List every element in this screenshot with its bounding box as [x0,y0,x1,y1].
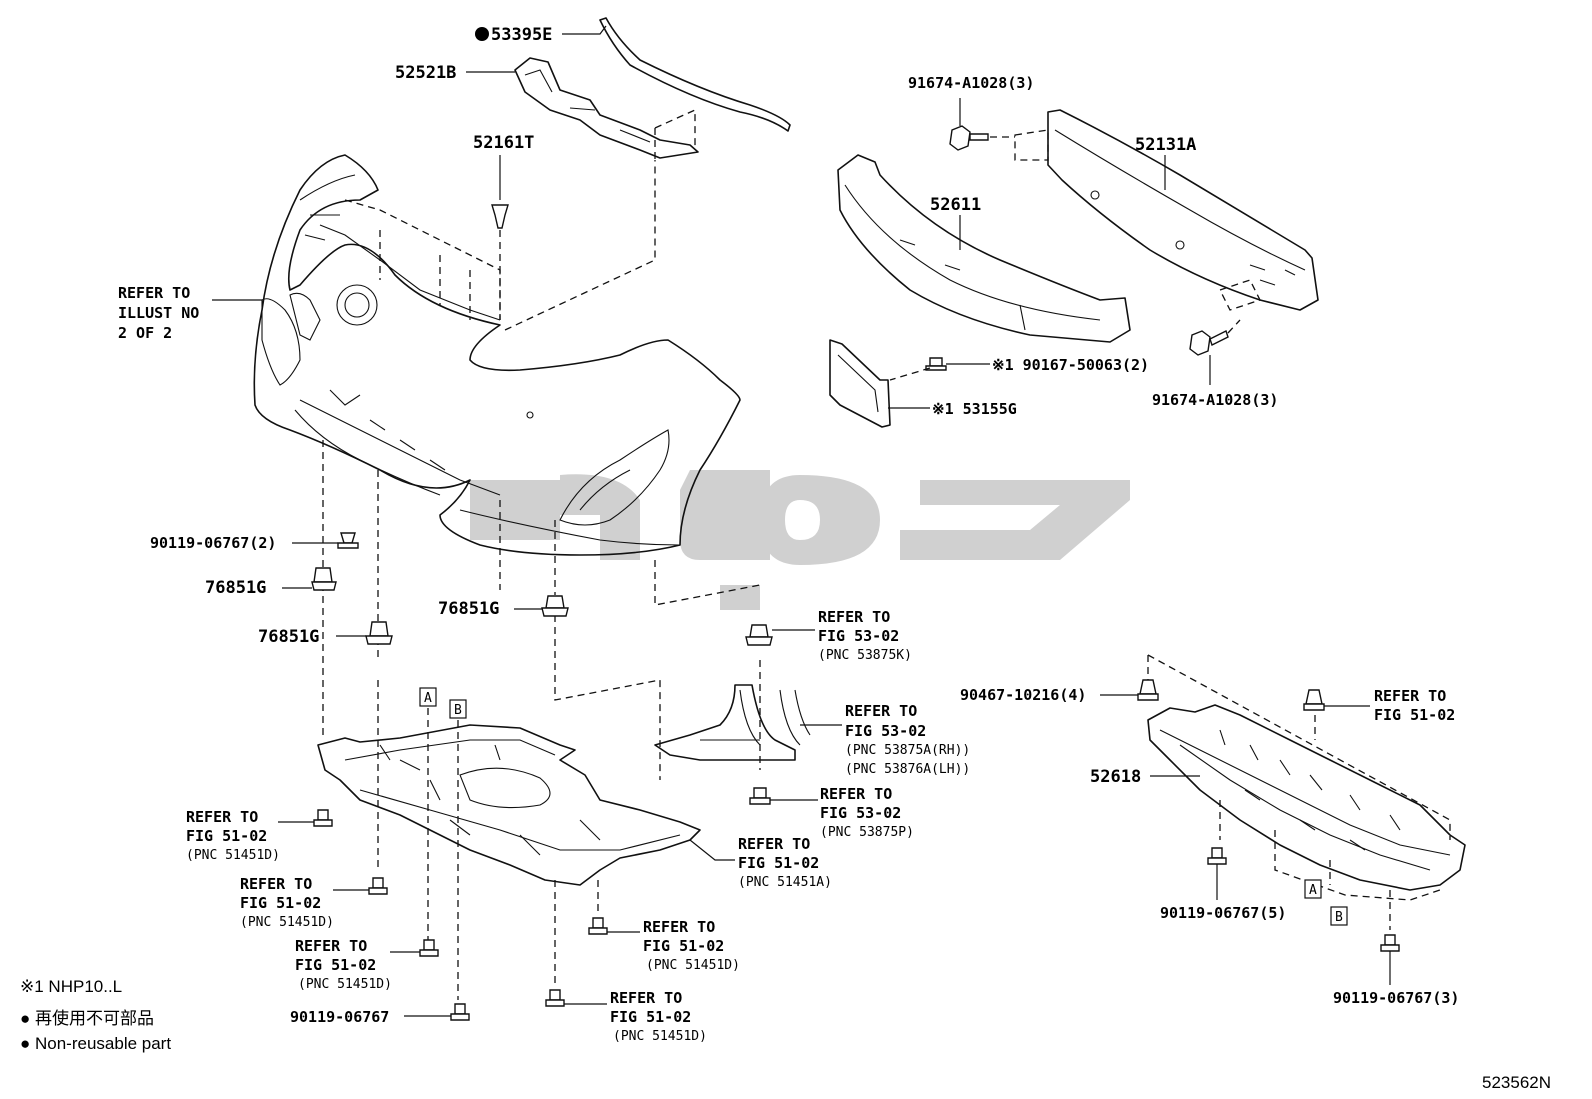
label-53395E: 53395E [491,25,552,45]
label-51451D-3-line3: (PNC 51451D) [298,977,392,992]
label-51451D-2-line3: (PNC 51451D) [240,915,334,930]
note-nhp10: ※1 NHP10..L [20,977,122,996]
label-53875P-line2: FIG 53-02 [820,804,901,822]
part-front-bumper-cover [253,154,741,556]
label-53875K-line2: FIG 53-02 [818,627,899,645]
ref-box-a-right-label: A [1309,883,1317,898]
clip-76851G-b-icon [365,621,393,645]
clip-51-02-right-icon [1303,689,1325,711]
ref-box-b-right-label: B [1335,910,1343,925]
part-53155G-license-bracket [829,339,891,428]
ref-box-a-right [1304,879,1322,899]
label-53875K-line3: (PNC 53875K) [818,648,912,663]
label-refer-illust-line3: 2 OF 2 [118,324,172,342]
watermark-logo [470,470,1130,610]
label-53875A-line4: (PNC 53876A(LH)) [845,762,970,777]
note-non-reusable-en: ● Non-reusable part [20,1034,171,1053]
clip-53875K-icon [745,624,773,646]
bolt-90119-3-icon [1380,934,1400,952]
label-52611: 52611 [930,195,981,215]
label-53875P-line3: (PNC 53875P) [820,825,914,840]
non-reusable-dot-icon [475,27,489,41]
part-51451A-engine-under-cover [317,724,701,886]
label-51451D-1-line3: (PNC 51451D) [186,848,280,863]
label-51-02-right-line1: REFER TO [1374,687,1446,705]
bolt-51451D-5-icon [545,989,565,1007]
bolt-90119-06767-a-icon [337,532,359,549]
ref-box-b-left [449,699,467,719]
label-52521B: 52521B [395,63,456,83]
bolt-51451D-2-icon [368,877,388,895]
label-90119-06767-2: 90119-06767(2) [150,534,276,552]
label-52618: 52618 [1090,767,1141,787]
bolt-91674-bottom-icon [1189,330,1229,356]
label-53875A-line2: FIG 53-02 [845,722,926,740]
label-51451D-5-line3: (PNC 51451D) [613,1029,707,1044]
label-refer-illust-line2: ILLUST NO [118,304,199,322]
label-51451D-5-line1: REFER TO [610,989,682,1007]
label-51451D-1-line1: REFER TO [186,808,258,826]
clip-76851G-a-icon [311,567,337,591]
label-51-02-right-line2: FIG 51-02 [1374,706,1455,724]
label-51451A-line1: REFER TO [738,835,810,853]
label-52131A: 52131A [1135,135,1196,155]
label-76851G-b: 76851G [258,627,319,647]
bolt-91674-top-icon [949,125,989,151]
label-51451A-line2: FIG 51-02 [738,854,819,872]
part-52618-front-spoiler-cover [1147,704,1466,891]
label-90119-06767-plain: 90119-06767 [290,1008,389,1026]
bolt-51451D-1-icon [313,809,333,827]
bolt-90119-plain-icon [450,1003,470,1021]
label-51451A-line3: (PNC 51451A) [738,875,832,890]
bolt-51451D-3-icon [419,939,439,957]
label-51451D-4-line3: (PNC 51451D) [646,958,740,973]
note-non-reusable-jp: ● 再使用不可部品 [20,1008,154,1028]
bolt-90119-5-icon [1207,847,1227,865]
label-90119-06767-5: 90119-06767(5) [1160,904,1286,922]
part-53875A-fender-liner [654,684,811,761]
label-refer-illust-line1: REFER TO [118,284,190,302]
part-52521B-bracket [514,57,699,159]
label-51451D-3-line1: REFER TO [295,937,367,955]
clip-52161T-icon [491,204,509,229]
part-53395E-molding [599,17,791,132]
label-51451D-1-line2: FIG 51-02 [186,827,267,845]
part-52131A-reinforcement [1047,109,1319,311]
clip-90467-icon [1137,679,1159,701]
label-53875P-line1: REFER TO [820,785,892,803]
label-53155G: ※1 53155G [932,400,1017,418]
label-51451D-2-line2: FIG 51-02 [240,894,321,912]
label-52161T: 52161T [473,133,534,153]
bolt-53875P-icon [749,787,771,805]
ref-box-a-left [419,687,437,707]
part-52611-energy-absorber [837,154,1131,343]
label-51451D-4-line1: REFER TO [643,918,715,936]
label-51451D-4-line2: FIG 51-02 [643,937,724,955]
ref-box-b-right [1330,906,1348,926]
label-51451D-5-line2: FIG 51-02 [610,1008,691,1026]
diagram-id: 523562N [1482,1073,1551,1092]
label-53875A-line1: REFER TO [845,702,917,720]
label-91674-top: 91674-A1028(3) [908,74,1034,92]
label-90119-06767-3: 90119-06767(3) [1333,989,1459,1007]
label-76851G-c: 76851G [438,599,499,619]
label-90167-50063: ※1 90167-50063(2) [992,356,1149,374]
ref-box-a-left-label: A [424,691,432,706]
label-51451D-3-line2: FIG 51-02 [295,956,376,974]
label-90467-10216: 90467-10216(4) [960,686,1086,704]
label-91674-bottom: 91674-A1028(3) [1152,391,1278,409]
label-76851G-a: 76851G [205,578,266,598]
clip-76851G-c-icon [541,595,569,617]
label-53875K-line1: REFER TO [818,608,890,626]
bolt-51451D-4-icon [588,917,608,935]
label-53875A-line3: (PNC 53875A(RH)) [845,743,970,758]
ref-box-b-left-label: B [454,703,462,718]
label-51451D-2-line1: REFER TO [240,875,312,893]
